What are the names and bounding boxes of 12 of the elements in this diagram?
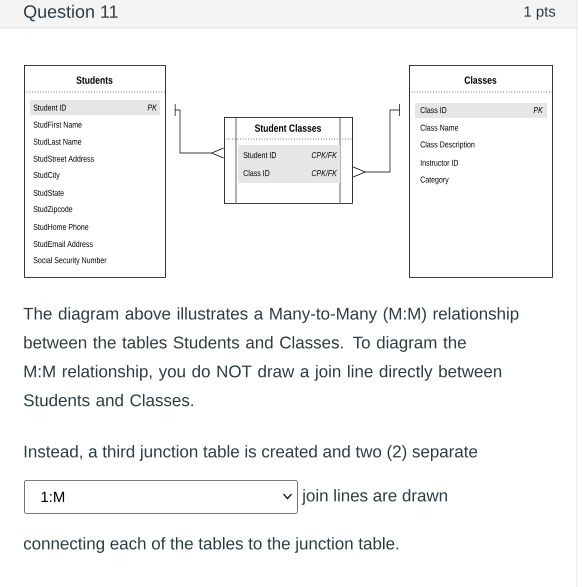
question-text: Instead, a third junction table is created and two (2) separate: [24, 445, 478, 461]
relationship-line: [174, 104, 224, 158]
question-text: The diagram above illustrates a Many-to-Many (M:M) relationship between the tables Students and Classes. To diagram the M:M relationship, you do NOT draw a join line directly between Students and Classes.: [24, 307, 518, 406]
table-box: Classes Class ID PK Class Name Class Description Instructor ID Category: [408, 65, 553, 278]
dropdown: 1:M: [24, 480, 298, 514]
relationship-line: [352, 104, 400, 178]
table-box: Students Student ID PK StudFirst Name StudLast Name StudStreet Address StudCity StudState StudZipcode StudHome Phone StudEmail Address Social Security Number: [24, 65, 166, 278]
question-text: connecting each of the tables to the junction table.: [24, 537, 398, 553]
table-box: Student Classes Student ID CPK/FK Class ID CPK/FK: [224, 116, 353, 204]
question-title: Question 11: [24, 4, 118, 22]
points-label: 1 pts: [524, 6, 556, 20]
question-text: join lines are drawn: [302, 489, 447, 505]
